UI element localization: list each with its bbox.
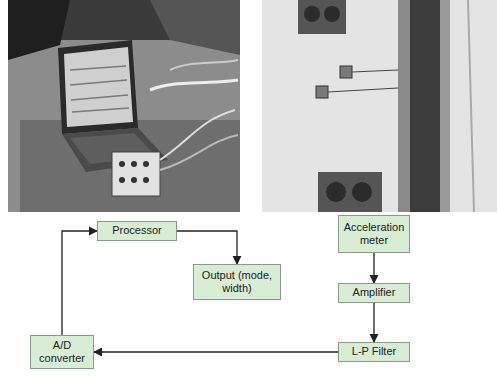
process-box: Amplifier	[338, 283, 410, 303]
box-label: A/D converter	[35, 339, 89, 365]
signal-arrow	[373, 253, 374, 283]
signal-arrow	[62, 231, 97, 335]
signal-arrow	[94, 351, 338, 352]
box-label: Acceleration meter	[343, 221, 405, 247]
signal-arrow	[373, 303, 374, 342]
process-box: Processor	[97, 221, 177, 241]
signal-arrow	[177, 231, 237, 264]
process-box: A/D converter	[30, 335, 94, 369]
process-box: Output (mode, width)	[193, 264, 281, 300]
box-label: Processor	[112, 224, 162, 237]
equipment-photo	[8, 0, 240, 212]
box-label: Output (mode, width)	[198, 269, 276, 295]
box-label: Amplifier	[353, 286, 396, 299]
process-box: Acceleration meter	[338, 215, 410, 253]
process-box: L-P Filter	[338, 342, 410, 362]
sensor-photo	[262, 0, 497, 212]
box-label: L-P Filter	[352, 345, 396, 358]
